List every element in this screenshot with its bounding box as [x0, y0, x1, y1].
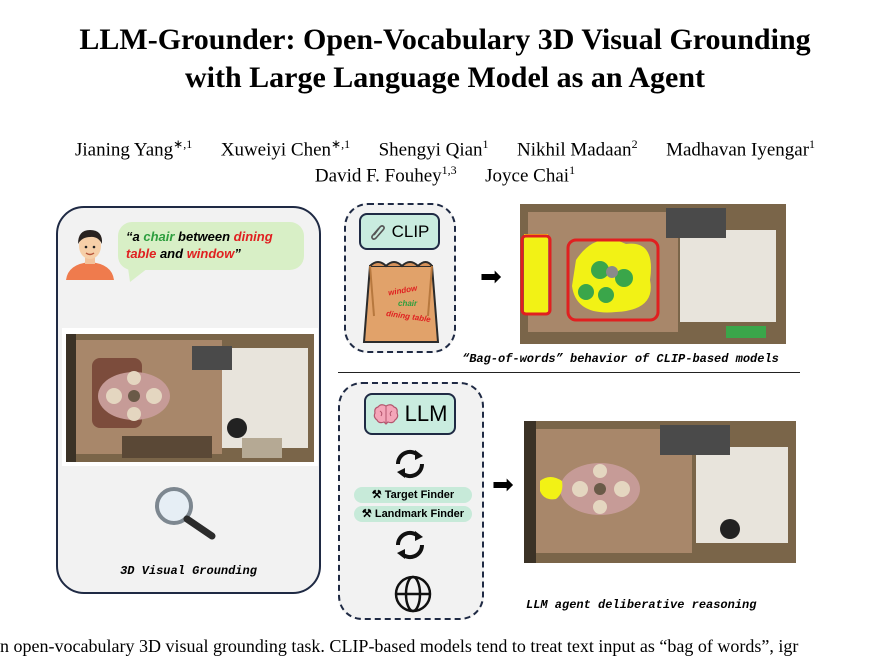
author-name: Jianing Yang: [74, 139, 174, 161]
bag-word-chair: chair: [398, 299, 418, 308]
user-avatar-icon: [66, 230, 114, 280]
query-text: ”: [234, 246, 241, 261]
paper-title-line2: with Large Language Model as an Agent: [184, 61, 706, 94]
author-affiliation: 1: [809, 137, 816, 151]
author-name: Xuweiyi Chen: [220, 139, 332, 161]
figure-caption: n open-vocabulary 3D visual grounding ta…: [0, 636, 799, 656]
author-affiliation: ∗,1: [173, 137, 193, 151]
author-name: Madhavan Iyengar: [666, 139, 810, 161]
brain-icon: [373, 404, 398, 425]
author-name: David F. Fouhey: [314, 165, 442, 187]
query-word-dining-table: dining table: [126, 229, 273, 261]
author-affiliation: 1: [569, 163, 576, 177]
query-bubble: “a chair between dining table and window…: [118, 222, 304, 270]
divider: [338, 372, 800, 373]
paperclip-icon: [370, 224, 385, 240]
author-line-2: David F. Fouhey1,3 Joyce Chai1: [0, 157, 890, 189]
refresh-cycle-icon: [395, 449, 425, 479]
author-affiliation: 2: [631, 137, 638, 151]
arrow-right-icon: ➡: [492, 470, 514, 500]
paper-title-line1: LLM-Grounder: Open-Vocabulary 3D Visual …: [79, 23, 811, 56]
query-text: “a: [126, 229, 144, 244]
author-affiliation: ∗,1: [331, 137, 351, 151]
llm-label: LLM: [404, 401, 448, 426]
tool-target-finder: ⚒ Target Finder: [354, 487, 472, 503]
llm-tag: LLM: [364, 393, 456, 435]
author-affiliation: 1: [482, 137, 489, 151]
bubble-tail: [128, 268, 148, 282]
tool-label: Landmark Finder: [374, 508, 465, 520]
globe-icon: [394, 575, 432, 613]
query-text: between: [174, 229, 234, 244]
tool-landmark-finder: ⚒ Landmark Finder: [354, 506, 472, 522]
left-panel-caption: 3D Visual Grounding: [120, 564, 257, 578]
scene-3d-llm-result: [520, 417, 800, 567]
magnifier-icon: [155, 487, 216, 540]
scene-3d-clip-result: [516, 200, 788, 350]
tool-label: Target Finder: [384, 489, 455, 501]
author-name: Joyce Chai: [485, 165, 570, 187]
author-affiliation: 1,3: [441, 163, 457, 177]
tools-icon: ⚒: [361, 508, 372, 520]
author-name: Shengyi Qian: [378, 139, 483, 161]
author-line-1: Jianing Yang∗,1 Xuweiyi Chen∗,1 Shengyi …: [0, 131, 890, 163]
scene-3d-left: [62, 328, 318, 466]
tools-icon: ⚒: [371, 489, 382, 501]
clip-tag: CLIP: [359, 213, 440, 250]
refresh-cycle-icon: [395, 530, 425, 560]
author-name: Nikhil Madaan: [517, 139, 632, 161]
query-word-window: window: [186, 246, 235, 261]
query-word-chair: chair: [143, 229, 175, 244]
arrow-right-icon: ➡: [480, 262, 502, 292]
bag-icon: [362, 261, 440, 343]
top-caption: “Bag-of-words” behavior of CLIP-based mo…: [462, 352, 779, 366]
bottom-caption: LLM agent deliberative reasoning: [526, 598, 757, 612]
clip-label: CLIP: [391, 221, 430, 241]
query-text: and: [156, 246, 187, 261]
